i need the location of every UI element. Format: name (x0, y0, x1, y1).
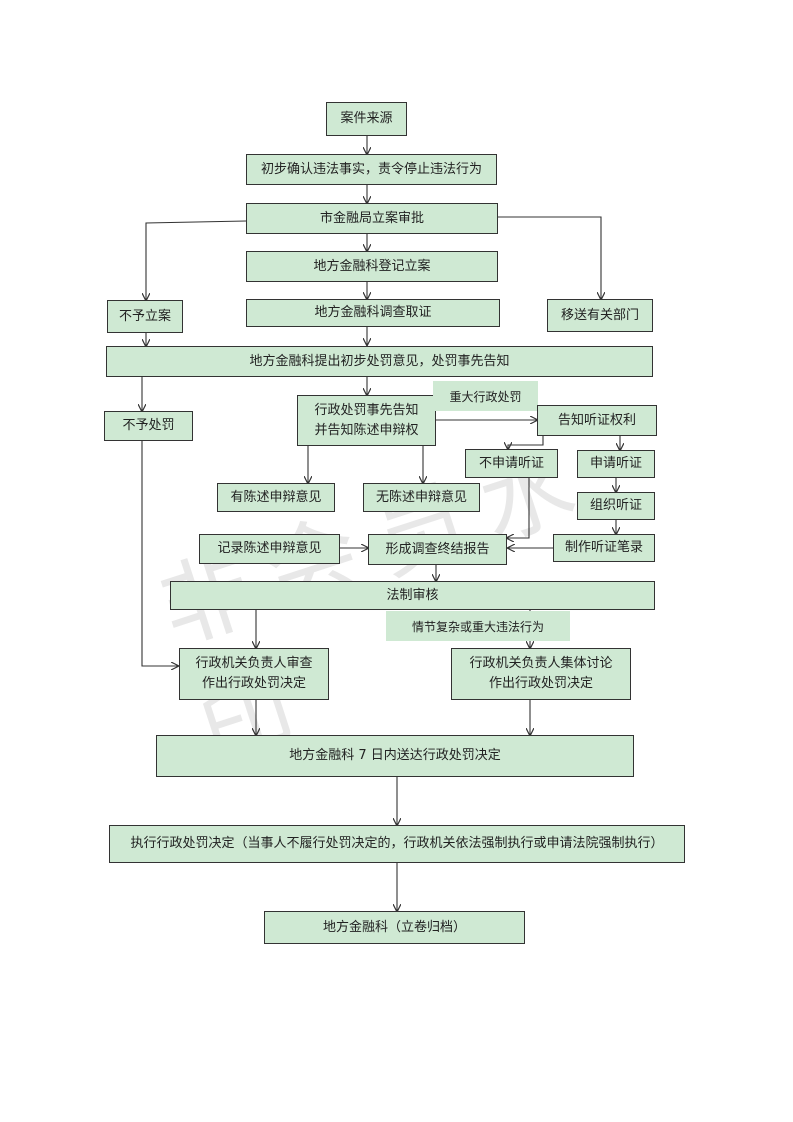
node-confirm-violation: 初步确认违法事实，责令停止违法行为 (246, 154, 497, 185)
node-case-source: 案件来源 (326, 102, 407, 136)
node-hearing-record: 制作听证笔录 (553, 534, 655, 562)
node-transfer: 移送有关部门 (547, 299, 653, 332)
node-has-statement: 有陈述申辩意见 (217, 483, 335, 512)
node-archive: 地方金融科（立卷归档） (264, 911, 525, 944)
node-no-penalty: 不予处罚 (104, 411, 193, 441)
node-no-statement: 无陈述申辩意见 (363, 483, 480, 512)
node-no-filing: 不予立案 (107, 300, 183, 333)
node-hearing-right: 告知听证权利 (537, 405, 657, 436)
label-complex-case: 情节复杂或重大违法行为 (386, 611, 570, 641)
node-no-hearing: 不申请听证 (465, 449, 558, 478)
node-prior-notice: 行政处罚事先告知 并告知陈述申辩权 (297, 395, 436, 446)
node-filing-approval: 市金融局立案审批 (246, 203, 498, 234)
node-execute-decision: 执行行政处罚决定（当事人不履行处罚决定的，行政机关依法强制执行或申请法院强制执行… (109, 825, 685, 863)
node-head-decision: 行政机关负责人审查 作出行政处罚决定 (179, 648, 329, 700)
node-record-statement: 记录陈述申辩意见 (199, 534, 340, 564)
node-preliminary-opinion: 地方金融科提出初步处罚意见，处罚事先告知 (106, 346, 653, 377)
node-collective-decision: 行政机关负责人集体讨论 作出行政处罚决定 (451, 648, 631, 700)
node-organize-hearing: 组织听证 (577, 492, 655, 520)
node-apply-hearing: 申请听证 (577, 450, 655, 478)
label-major-penalty: 重大行政处罚 (433, 381, 538, 411)
node-legal-review: 法制审核 (170, 581, 655, 610)
node-deliver-decision: 地方金融科 7 日内送达行政处罚决定 (156, 735, 634, 777)
node-investigate: 地方金融科调查取证 (246, 299, 500, 327)
node-final-report: 形成调查终结报告 (368, 534, 507, 565)
node-register-case: 地方金融科登记立案 (246, 251, 498, 282)
